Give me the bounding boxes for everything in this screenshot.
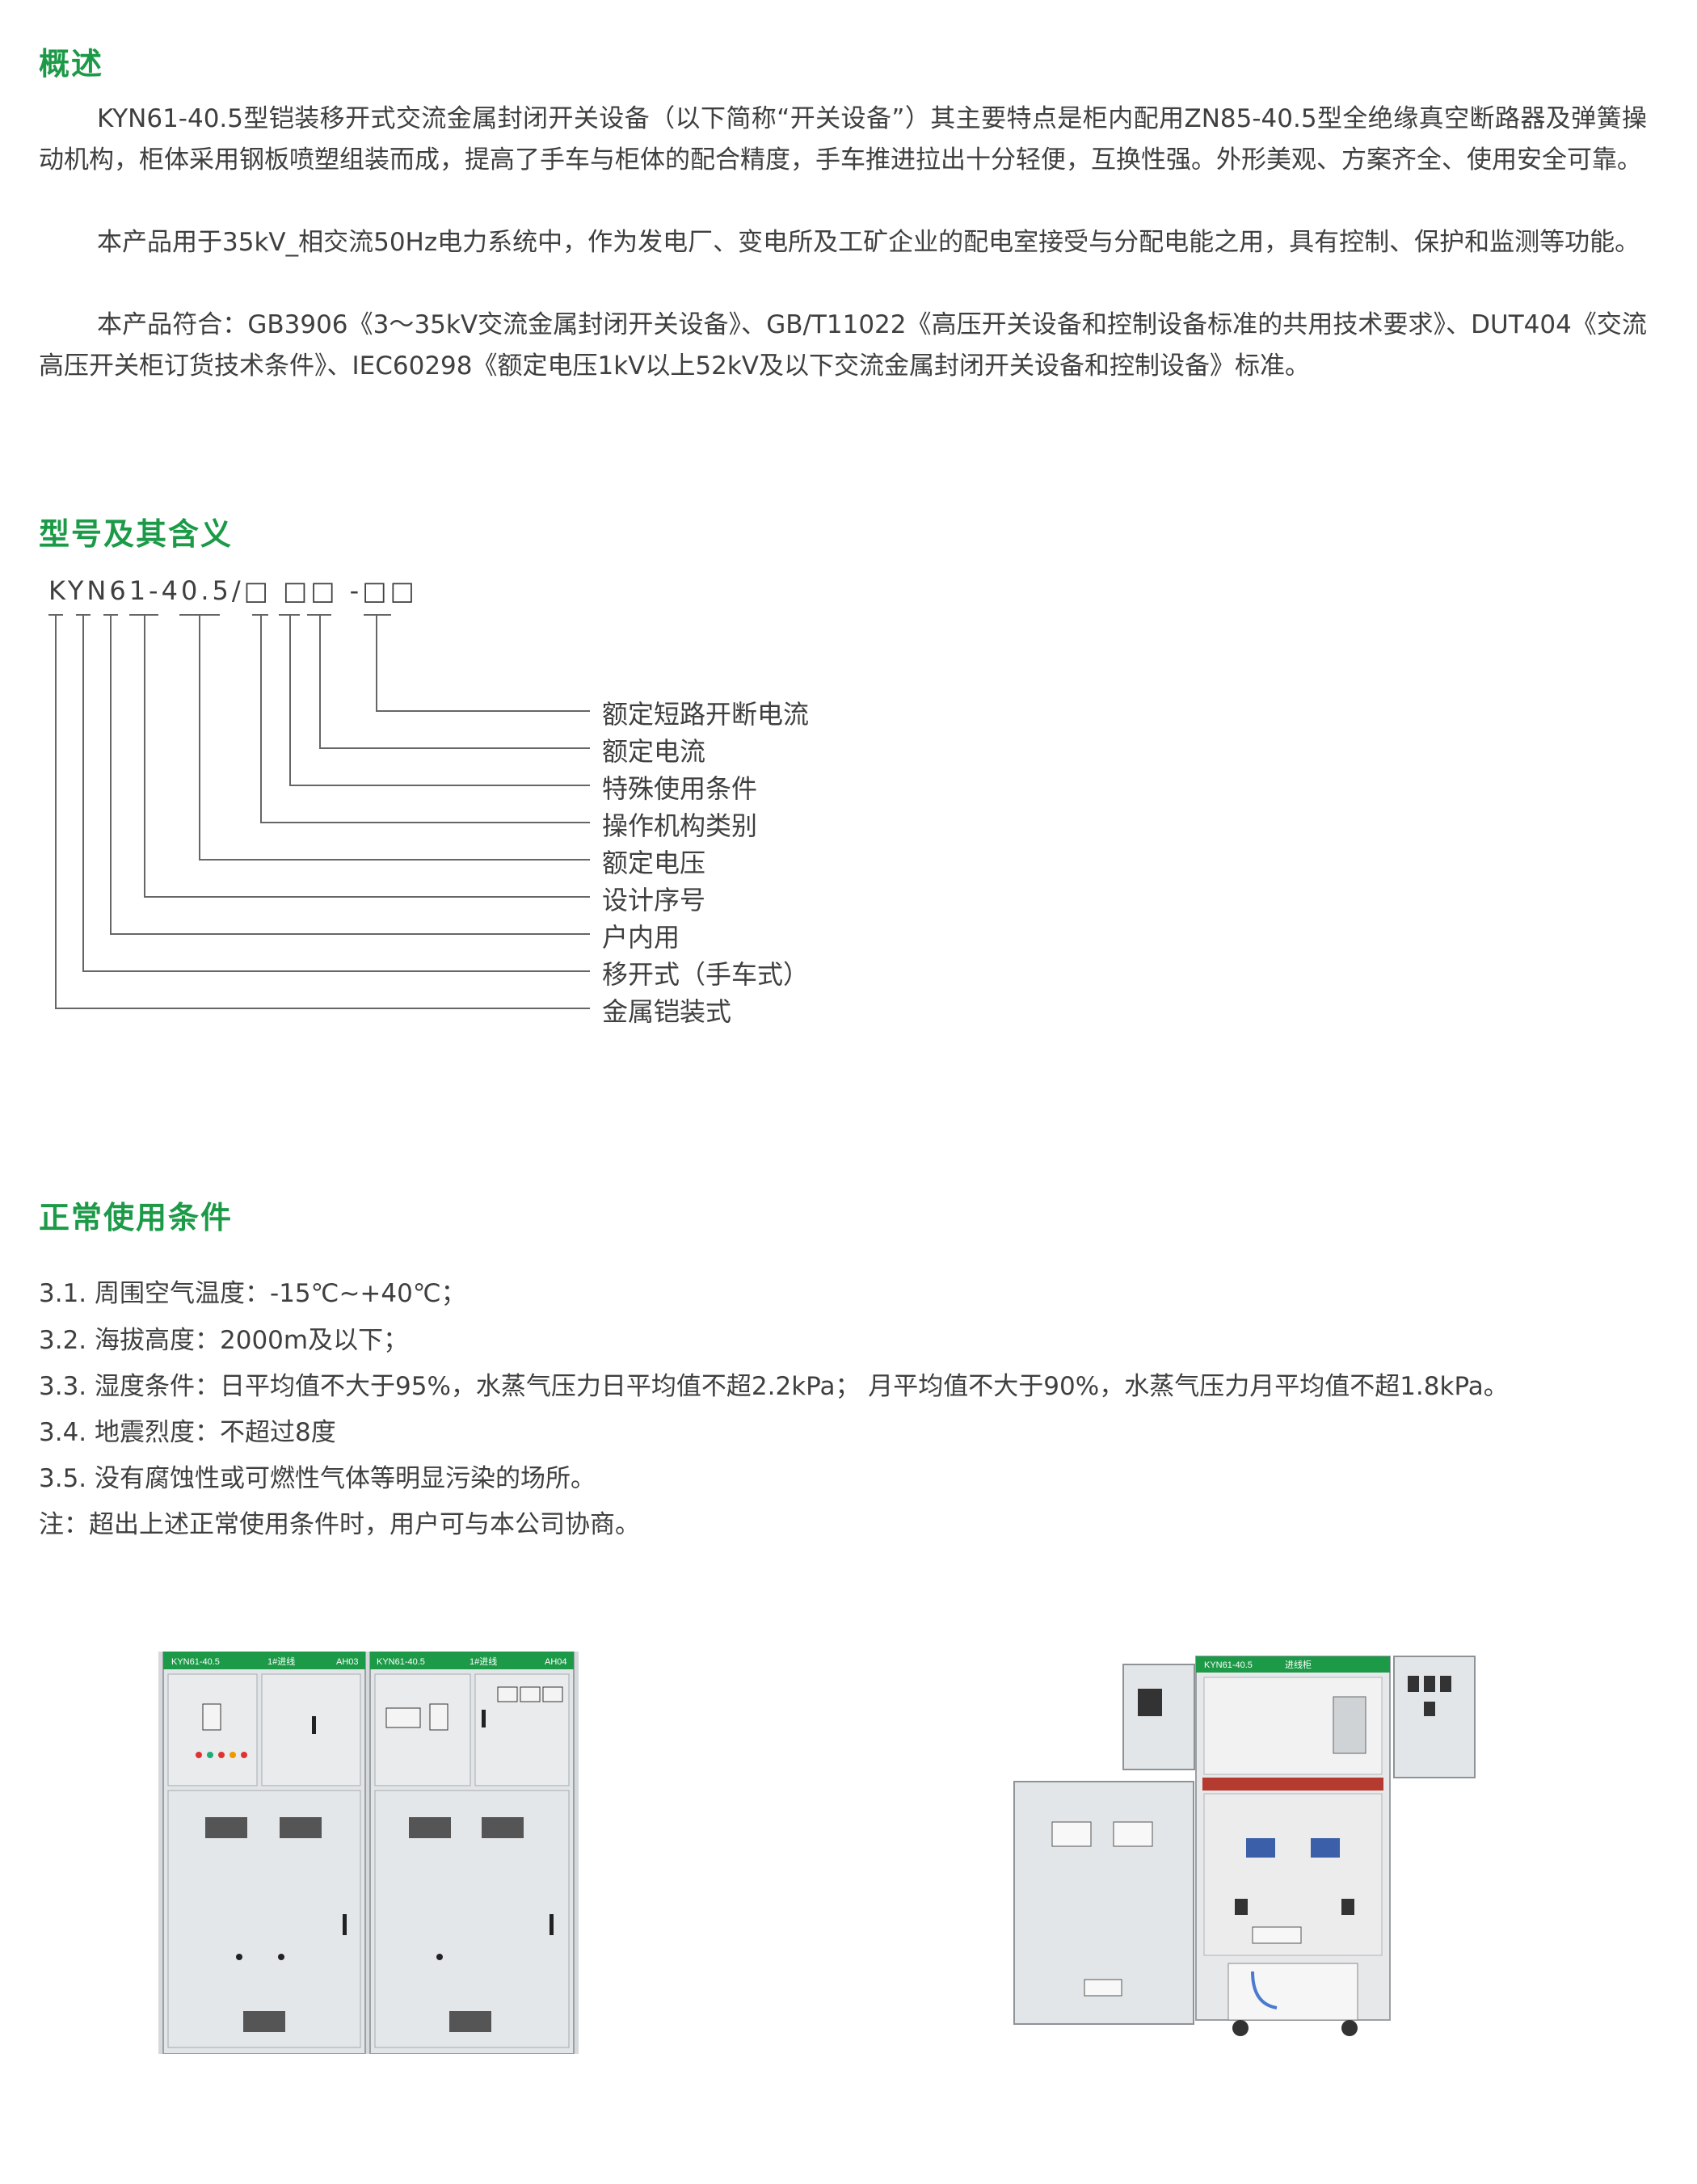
- model-label-design-number: 设计序号: [602, 885, 706, 915]
- model-label-rated-current: 额定电流: [602, 736, 706, 767]
- cabinet-label: KYN61-40.5: [171, 1657, 220, 1667]
- model-label-metal-clad: 金属铠装式: [602, 996, 732, 1027]
- model-label-special-condition: 特殊使用条件: [602, 773, 758, 804]
- switchgear-photo-open: KYN61-40.5 进线柜: [1013, 1656, 1476, 2036]
- cabinet-label: KYN61-40.5: [377, 1657, 425, 1667]
- condition-item: 3.1. 周围空气温度：-15℃~+40℃；: [39, 1279, 466, 1308]
- switchgear-photo-closed: KYN61-40.5 1#进线 AH03 KYN61-40.5 1#进线 AH0…: [158, 1652, 579, 2054]
- model-label-withdrawable: 移开式（手车式）: [602, 959, 810, 990]
- conditions-heading: 正常使用条件: [39, 1200, 234, 1235]
- model-code: KYN61-40.5/□ □□ -□□: [48, 575, 418, 606]
- overview-paragraph-3: 本产品符合：GB3906《3～35kV交流金属封闭开关设备》、GB/T11022…: [39, 310, 1647, 381]
- model-label-rated-voltage: 额定电压: [602, 848, 706, 878]
- overview-paragraph-1: KYN61-40.5型铠装移开式交流金属封闭开关设备（以下简称“开关设备”）其主…: [39, 104, 1647, 175]
- model-label-indoor: 户内用: [602, 922, 680, 953]
- condition-item: 3.2. 海拔高度：2000m及以下；: [39, 1326, 409, 1355]
- cabinet-label: 1#进线: [267, 1656, 295, 1667]
- cabinet-label: 1#进线: [470, 1656, 497, 1667]
- overview-paragraph-2: 本产品用于35kV_相交流50Hz电力系统中，作为发电厂、变电所及工矿企业的配电…: [97, 228, 1640, 257]
- condition-note: 注：超出上述正常使用条件时，用户可与本公司协商。: [39, 1510, 640, 1539]
- condition-item: 3.4. 地震烈度：不超过8度: [39, 1418, 336, 1447]
- overview-heading: 概述: [39, 46, 104, 82]
- cabinet-label: KYN61-40.5: [1204, 1660, 1253, 1670]
- model-label-mechanism-type: 操作机构类别: [602, 810, 758, 841]
- model-label-breaking-current: 额定短路开断电流: [602, 699, 810, 730]
- cabinet-label: 进线柜: [1285, 1659, 1312, 1670]
- condition-item: 3.3. 湿度条件：日平均值不大于95%，水蒸气压力日平均值不超2.2kPa； …: [39, 1372, 1509, 1401]
- condition-item: 3.5. 没有腐蚀性或可燃性气体等明显污染的场所。: [39, 1464, 596, 1493]
- model-heading: 型号及其含义: [39, 516, 234, 552]
- cabinet-label: AH04: [545, 1657, 567, 1667]
- cabinet-label: AH03: [336, 1657, 359, 1667]
